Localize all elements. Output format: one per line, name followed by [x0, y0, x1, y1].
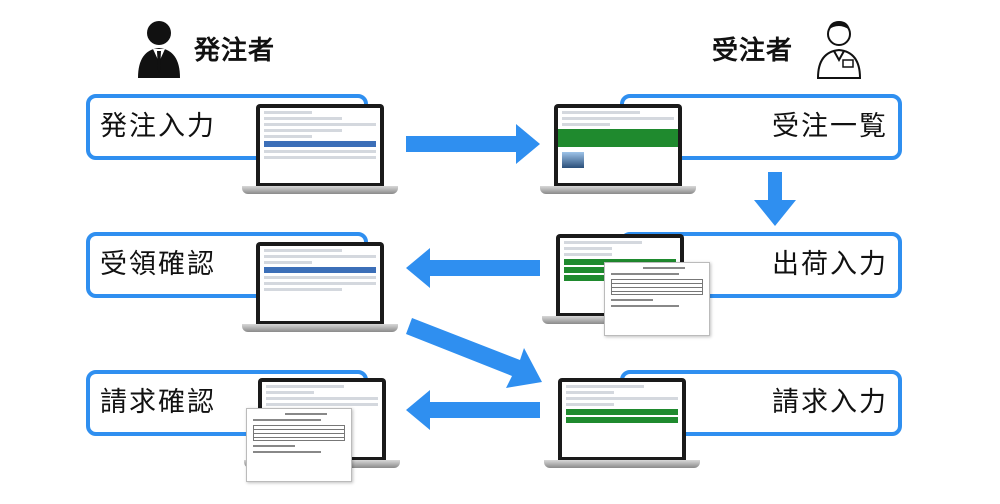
- step-order-list-label: 受注一覧: [772, 111, 888, 142]
- step-shipping-input-label: 出荷入力: [772, 249, 888, 280]
- step-invoice-input-label: 請求入力: [772, 387, 888, 418]
- receiver-label: 受注者: [712, 36, 794, 66]
- laptop-receipt-check: [242, 242, 398, 334]
- document-invoice: [246, 408, 352, 482]
- arrow-left-icon: [406, 248, 540, 288]
- businessman-icon: [138, 21, 180, 78]
- arrow-left-icon: [406, 390, 540, 430]
- staff-icon: [816, 21, 862, 79]
- laptop-invoice-input: [544, 378, 700, 470]
- laptop-order-input: [242, 104, 398, 196]
- arrow-down-icon: [754, 172, 796, 226]
- step-invoice-check-label: 請求確認: [100, 387, 216, 418]
- step-order-input-label: 発注入力: [100, 111, 216, 142]
- document-shipping-slip: [604, 262, 710, 336]
- step-receipt-check-label: 受領確認: [100, 249, 216, 280]
- orderer-label: 発注者: [194, 36, 276, 66]
- laptop-order-list: [540, 104, 696, 196]
- arrow-diagonal-icon: [406, 318, 542, 388]
- arrow-right-icon: [406, 124, 540, 164]
